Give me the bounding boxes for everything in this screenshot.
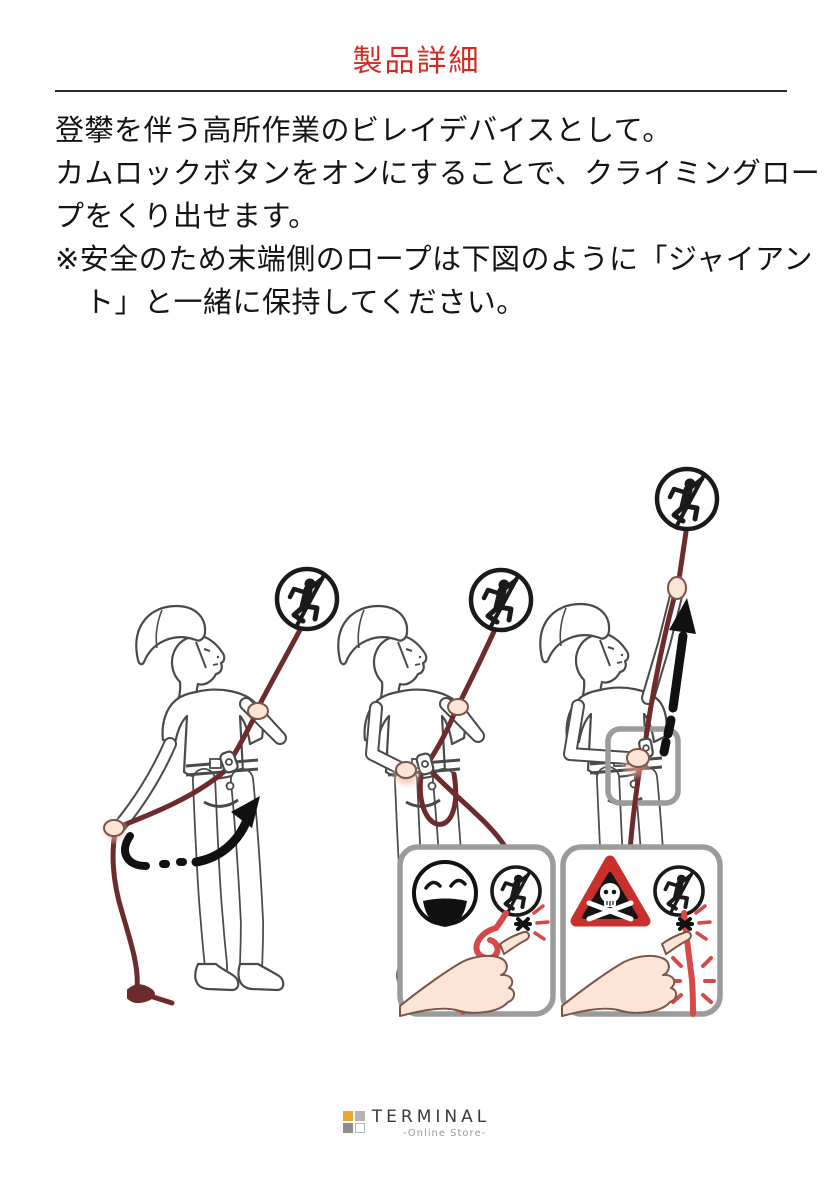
description-line: 登攀を伴う高所作業のビレイデバイスとして。	[55, 113, 672, 147]
pull-up-arrow	[659, 598, 696, 757]
rope-slip-burst	[669, 956, 716, 1004]
brand-name: TERMINAL	[371, 1107, 491, 1127]
figure-pulling-rope-up	[540, 469, 717, 988]
climber-on-rope-icon	[657, 469, 717, 529]
button-press-burst	[532, 904, 550, 941]
description-line: プをくり出せます。	[55, 199, 318, 233]
button-press-burst	[694, 904, 712, 941]
figure-holding-rope-loop	[338, 570, 531, 990]
climber-on-rope-icon	[277, 569, 337, 629]
usage-illustration	[99, 442, 723, 1017]
inset-correct-grip	[397, 844, 556, 1017]
header: 製品詳細	[0, 0, 833, 92]
climber-on-rope-icon	[471, 570, 531, 630]
page-title: 製品詳細	[352, 44, 481, 79]
climber-on-rope-icon	[655, 867, 703, 915]
hand-highlight-box	[605, 726, 681, 806]
store-logo: TERMINAL -Online Store-	[0, 1108, 833, 1140]
description-line: ト」と一緒に保持してください。	[85, 285, 526, 319]
logo-grid-icon	[342, 1111, 365, 1133]
climbing-rope	[417, 624, 509, 851]
climber-on-rope-icon	[492, 867, 540, 915]
inset-danger-grip	[560, 844, 723, 1017]
brand-tagline: -Online Store-	[402, 1127, 487, 1139]
laughing-face-icon	[412, 860, 478, 927]
figure-belayer-feeding-rope	[99, 569, 337, 1006]
title-divider	[55, 90, 787, 92]
skull-crossbones-warning-icon	[570, 855, 651, 927]
description-line: ※安全のため末端側のロープは下図のように「ジャイアン	[55, 242, 813, 276]
rope-feed-arrow	[121, 796, 260, 870]
belay-device	[219, 750, 239, 774]
product-description: 登攀を伴う高所作業のビレイデバイスとして。 カムロックボタンをオンにすることで、…	[55, 109, 821, 324]
description-line: カムロックボタンをオンにすることで、クライミングロー	[55, 156, 821, 190]
slipping-rope	[669, 910, 716, 1017]
